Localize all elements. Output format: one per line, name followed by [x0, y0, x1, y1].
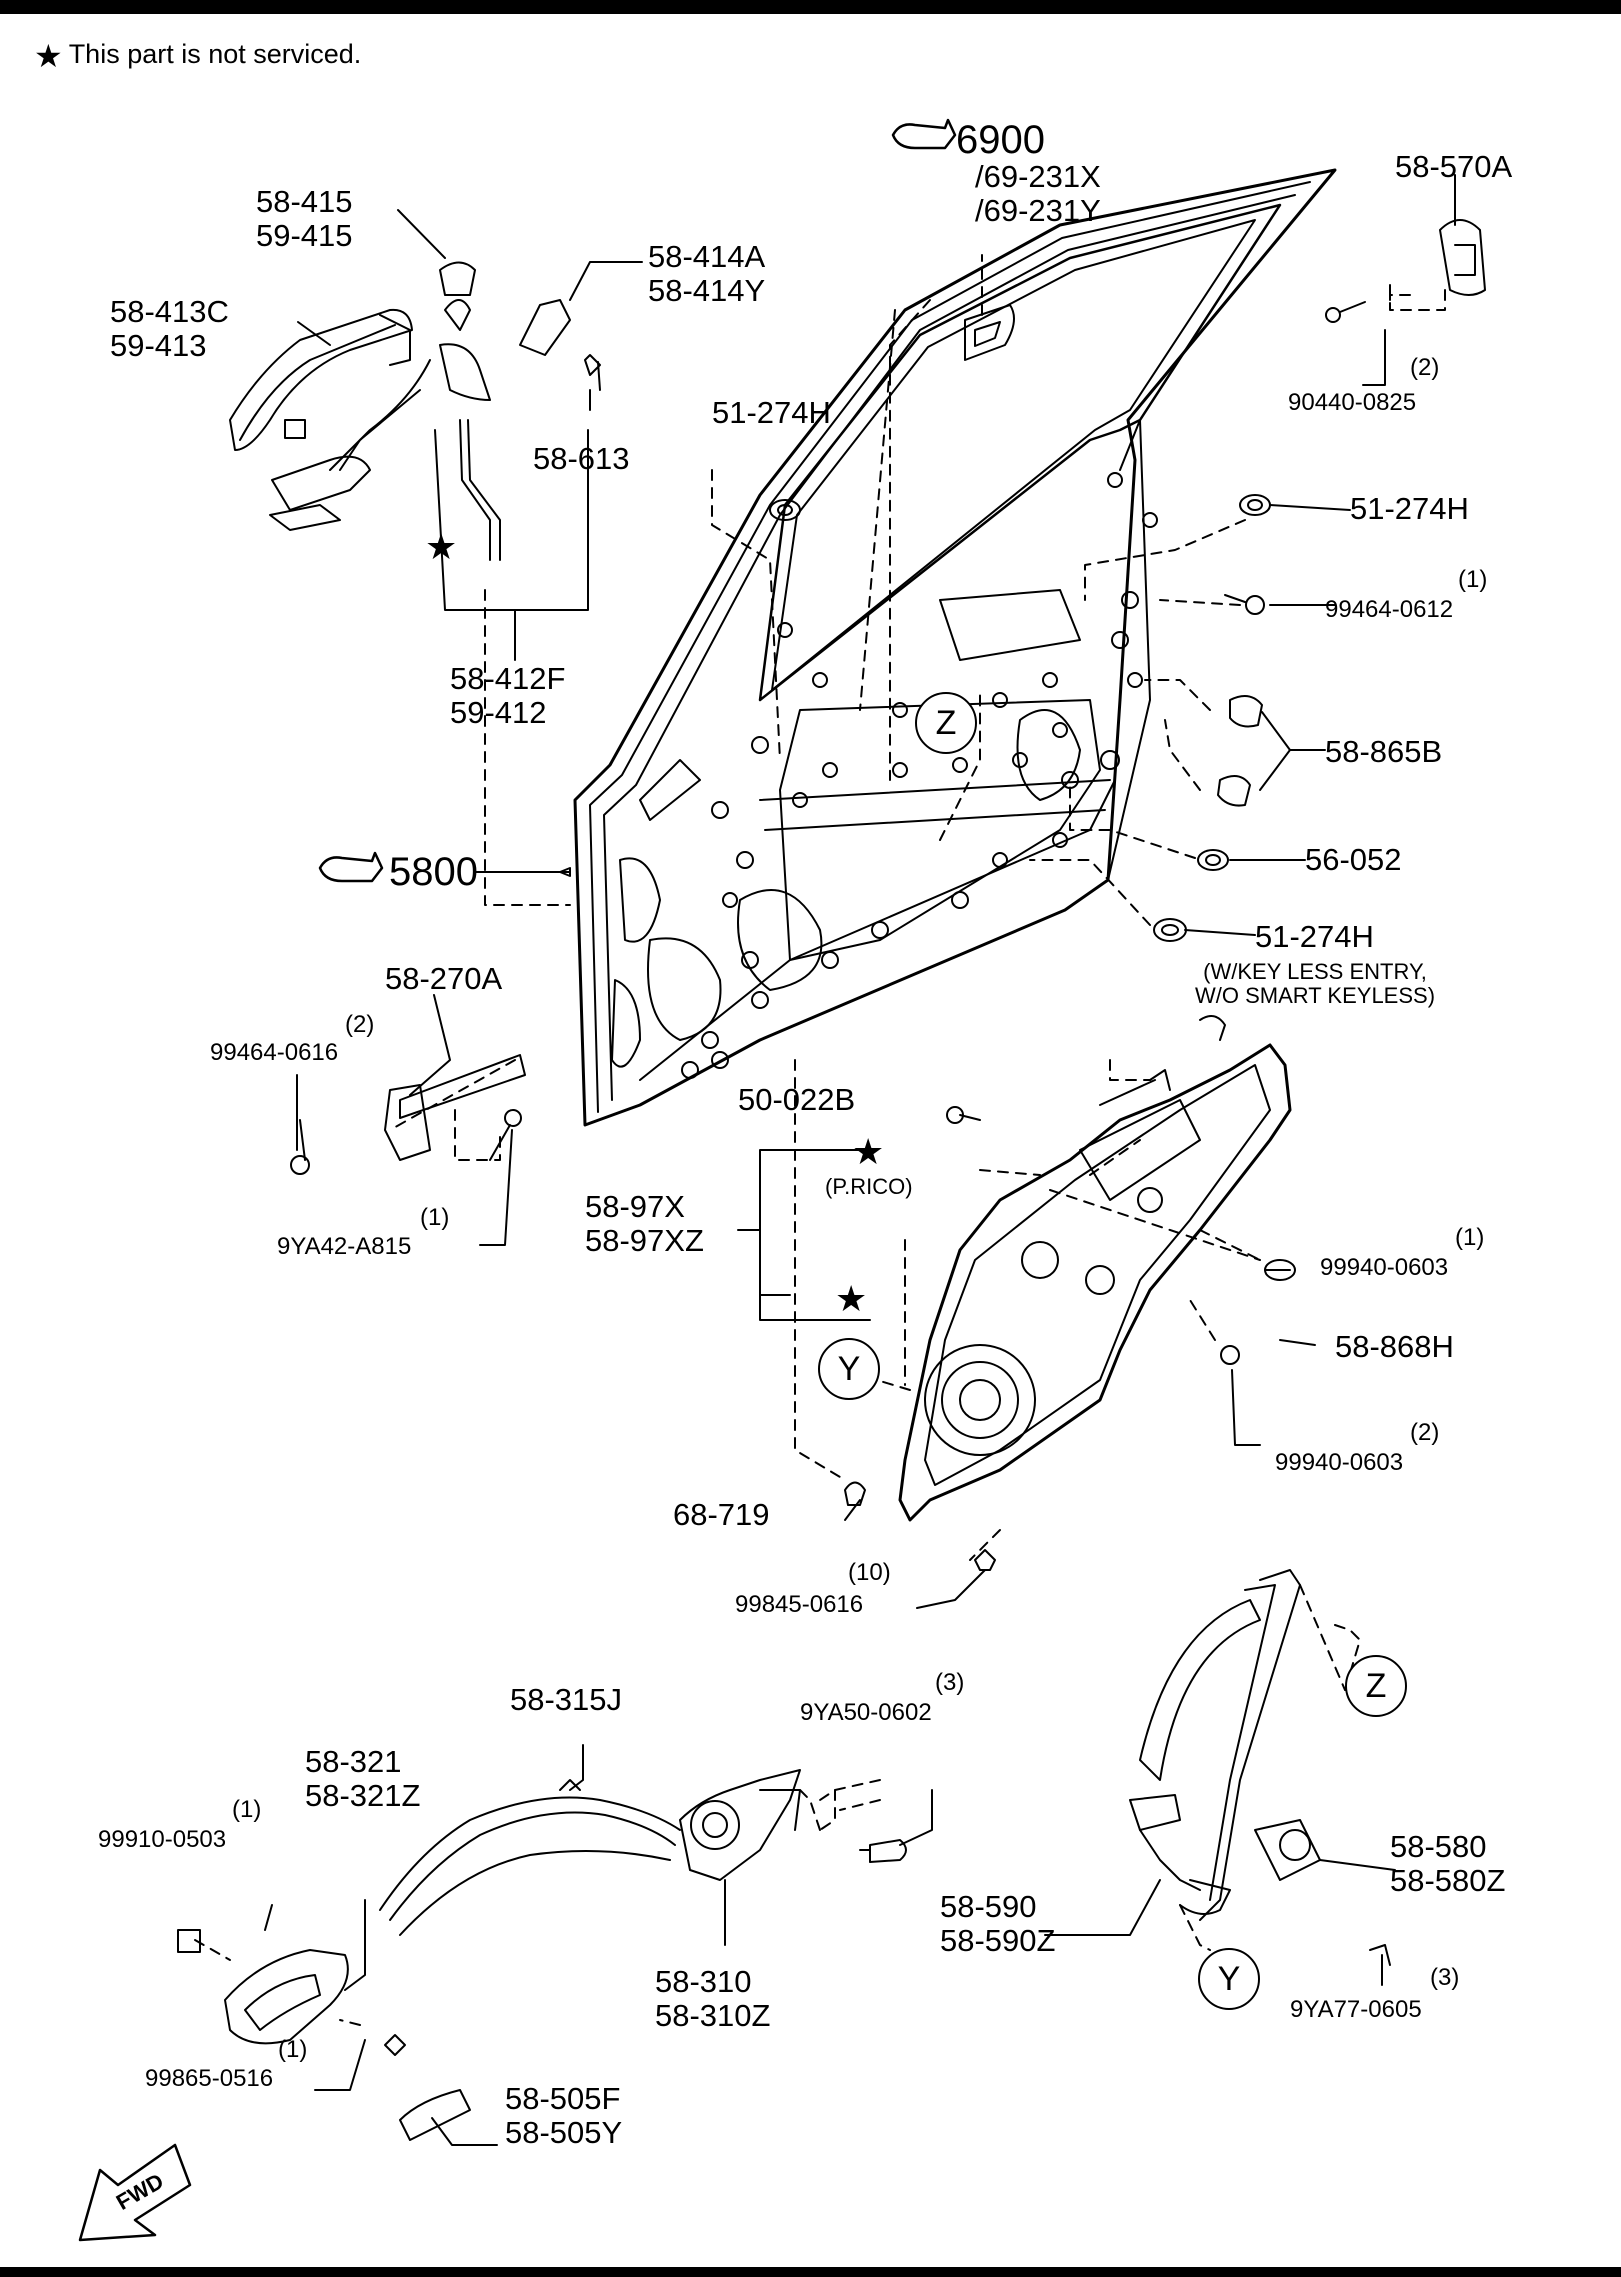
label-58-590: 58-590 58-590Z: [940, 1889, 1056, 1958]
label-58-321: 58-321 58-321Z: [305, 1744, 421, 1813]
leader-lines: [264, 174, 1456, 2146]
qty-9ya42: (1): [420, 1204, 450, 1231]
callout-y-carrier: Y: [818, 1338, 880, 1400]
bottom-border: [0, 2267, 1621, 2277]
label-68-719: 68-719: [673, 1497, 770, 1532]
hardware-top-right: [769, 219, 1486, 942]
front-door-panel: [573, 168, 1337, 1127]
qty-9ya50: (3): [935, 1669, 965, 1696]
label-99865-0516: 99865-0516: [145, 2065, 274, 2092]
label-99910-0503: 99910-0503: [98, 1826, 227, 1853]
label-99845-0616: 99845-0616: [735, 1591, 864, 1618]
label-58-270a: 58-270A: [385, 961, 503, 996]
qty-99940-0603-b: (2): [1410, 1419, 1440, 1446]
qty-90440: (2): [1410, 354, 1440, 381]
label-58-868h: 58-868H: [1335, 1329, 1454, 1364]
label-51-274h-a: 51-274H: [712, 395, 831, 430]
ref-5800: 5800: [389, 850, 478, 894]
star-icon-58-412: ★: [425, 527, 458, 568]
label-9ya77-0605: 9YA77-0605: [1290, 1996, 1422, 2023]
dashed-leaders: [194, 254, 1446, 2026]
callout-z-regulator: Z: [1345, 1655, 1407, 1717]
label-99940-0603-a: 99940-0603: [1320, 1254, 1449, 1281]
label-56-052: 56-052: [1305, 842, 1402, 877]
qty-99865: (1): [278, 2036, 308, 2063]
label-58-580: 58-580 58-580Z: [1390, 1829, 1506, 1898]
fwd-pointer: [474, 867, 571, 877]
legend-note: ★This part is not serviced.: [34, 38, 361, 74]
star-icon: ★: [34, 37, 63, 75]
ref-6900: 6900: [956, 118, 1045, 162]
lock-and-inner-handle: [177, 1769, 907, 2141]
label-9ya42-a815: 9YA42-A815: [277, 1233, 412, 1260]
qty-99464-0616: (2): [345, 1011, 375, 1038]
fwd-arrow: [78, 2143, 192, 2242]
label-58-310: 58-310 58-310Z: [655, 1964, 771, 2033]
qty-99910: (1): [232, 1796, 262, 1823]
label-99940-0603-b: 99940-0603: [1275, 1449, 1404, 1476]
label-p-rico: (P.RICO): [825, 1174, 913, 1199]
callout-y-regulator: Y: [1198, 1948, 1260, 2010]
label-58-412: 58-412F 59-412: [450, 661, 566, 730]
door-check: [290, 1054, 526, 1175]
qty-99845: (10): [848, 1559, 891, 1586]
star-icon-58-97x: ★: [835, 1279, 868, 1320]
carrier-module: [844, 1015, 1296, 1571]
label-58-413: 58-413C 59-413: [110, 294, 229, 363]
ref-hand-arrows: [318, 118, 957, 883]
label-99464-0616: 99464-0616: [210, 1039, 339, 1066]
label-90440-0825: 90440-0825: [1288, 389, 1417, 416]
window-regulator: [1129, 1569, 1391, 1966]
top-border: [0, 0, 1621, 14]
outer-handle-assembly: [229, 261, 601, 561]
label-99464-0612: 99464-0612: [1325, 596, 1454, 623]
star-icon-prico: ★: [852, 1132, 885, 1173]
label-9ya50-0602: 9YA50-0602: [800, 1699, 932, 1726]
label-50-022b: 50-022B: [738, 1082, 856, 1117]
qty-9ya77: (3): [1430, 1964, 1460, 1991]
label-58-613: 58-613: [533, 441, 630, 476]
qty-99940-0603-a: (1): [1455, 1224, 1485, 1251]
label-51-274h-c: 51-274H: [1255, 919, 1374, 954]
label-58-315j: 58-315J: [510, 1682, 623, 1717]
label-51-274h-c-note: (W/KEY LESS ENTRY, W/O SMART KEYLESS): [1195, 959, 1436, 1008]
legend-text: This part is not serviced.: [68, 39, 362, 69]
label-58-415: 58-415 59-415: [256, 184, 353, 253]
label-58-865b: 58-865B: [1325, 734, 1443, 769]
label-69-231: /69-231X /69-231Y: [975, 159, 1101, 228]
label-51-274h-b: 51-274H: [1350, 491, 1469, 526]
label-58-505: 58-505F 58-505Y: [505, 2081, 623, 2150]
label-58-97x: 58-97X 58-97XZ: [585, 1189, 704, 1258]
label-58-570a: 58-570A: [1395, 149, 1513, 184]
label-58-414: 58-414A 58-414Y: [648, 239, 766, 308]
qty-99464-0612: (1): [1458, 566, 1488, 593]
callout-z-door: Z: [915, 692, 977, 754]
